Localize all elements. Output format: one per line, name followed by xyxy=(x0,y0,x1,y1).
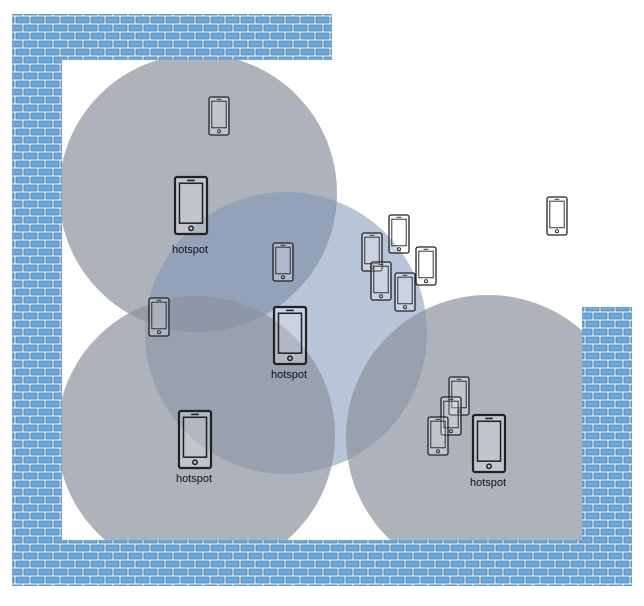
client-smartphone-icon xyxy=(208,96,230,136)
hotspot-smartphone-icon xyxy=(173,175,209,236)
client-devices xyxy=(148,96,568,456)
hotspot-smartphone-icon xyxy=(272,305,308,366)
client-smartphone-icon xyxy=(370,261,392,301)
hotspot-smartphone-icon xyxy=(471,413,507,474)
wall-right xyxy=(582,307,632,586)
hotspot-label: hotspot xyxy=(176,473,212,485)
wall-left xyxy=(12,14,62,586)
client-smartphone-icon xyxy=(388,214,410,254)
walls xyxy=(12,14,632,586)
hotspot-label: hotspot xyxy=(271,369,307,381)
client-smartphone-icon xyxy=(415,246,437,286)
client-smartphone-icon xyxy=(546,196,568,236)
client-smartphone-icon xyxy=(272,242,294,282)
hotspot-label: hotspot xyxy=(470,477,506,489)
hotspot-label: hotspot xyxy=(172,244,208,256)
coverage-areas xyxy=(57,54,630,579)
wall-bottom xyxy=(12,540,632,586)
client-smartphone-icon xyxy=(427,416,449,456)
wall-top xyxy=(12,14,332,60)
client-smartphone-icon xyxy=(440,396,462,436)
hotspot-smartphone-icon xyxy=(177,409,213,470)
hotspot-devices: hotspot hotspot hotspot hotspot xyxy=(172,175,507,489)
coverage-circle xyxy=(57,296,335,574)
coverage-circle xyxy=(346,295,630,579)
client-smartphone-icon xyxy=(148,297,170,337)
client-smartphone-icon xyxy=(394,272,416,312)
client-smartphone-icon xyxy=(448,376,470,416)
